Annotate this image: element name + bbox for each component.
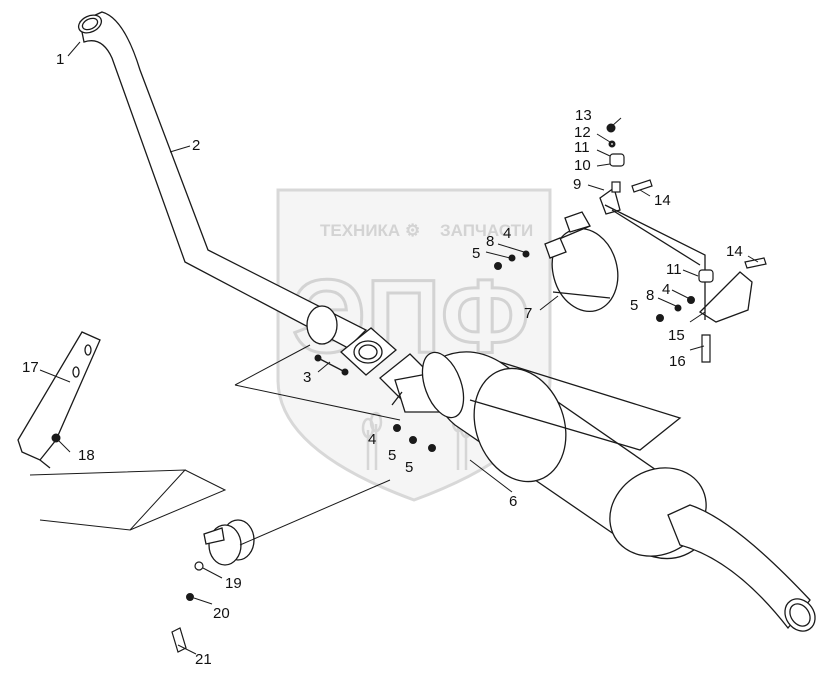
bracket-part-15 <box>494 123 767 363</box>
watermark-left-word: ТЕХНИКА <box>320 221 400 240</box>
callout-numbers: 1 2 3 4 4 4 5 5 5 5 6 7 8 8 9 10 11 11 1… <box>22 51 743 668</box>
callout-2: 2 <box>192 137 200 154</box>
callout-11-top: 11 <box>574 139 590 156</box>
callout-7: 7 <box>524 305 532 322</box>
flange-assembly <box>314 327 441 413</box>
callout-17: 17 <box>22 359 39 376</box>
callout-1: 1 <box>56 51 64 68</box>
lower-clamp-assembly <box>171 519 255 653</box>
callout-12: 12 <box>574 124 591 141</box>
callout-9: 9 <box>573 176 581 193</box>
exhaust-pipe-part-2 <box>77 11 368 349</box>
callout-5-flange-left: 5 <box>388 447 396 464</box>
projection-lines <box>29 344 401 546</box>
callout-16: 16 <box>669 353 686 370</box>
callout-8-clamp: 8 <box>486 233 494 250</box>
callout-5-flange-right: 5 <box>405 459 413 476</box>
callout-14-top: 14 <box>654 192 671 209</box>
watermark-right-word: ЗАПЧАСТИ <box>440 221 533 240</box>
clamp-band-part-7 <box>544 211 619 313</box>
muffler-part-6 <box>421 351 816 632</box>
callout-13: 13 <box>575 107 592 124</box>
callout-4-clamp: 4 <box>503 225 511 242</box>
callout-4-bracket: 4 <box>662 281 670 298</box>
flange-hardware <box>393 424 436 452</box>
callout-8-bracket: 8 <box>646 287 654 304</box>
callout-21: 21 <box>195 651 212 668</box>
callout-11-bracket: 11 <box>666 261 682 278</box>
callout-5-bracket: 5 <box>630 297 638 314</box>
callout-14-bracket: 14 <box>726 243 743 260</box>
callout-4-flange: 4 <box>368 431 376 448</box>
callout-6: 6 <box>509 493 517 510</box>
callout-5-clamp: 5 <box>472 245 480 262</box>
watermark-gear-icon: ⚙ <box>405 221 420 240</box>
callout-leaders <box>39 41 759 655</box>
callout-20: 20 <box>213 605 230 622</box>
callout-19: 19 <box>225 575 242 592</box>
callout-10: 10 <box>574 157 591 174</box>
callout-15: 15 <box>668 327 685 344</box>
callout-3: 3 <box>303 369 311 386</box>
callout-18: 18 <box>78 447 95 464</box>
